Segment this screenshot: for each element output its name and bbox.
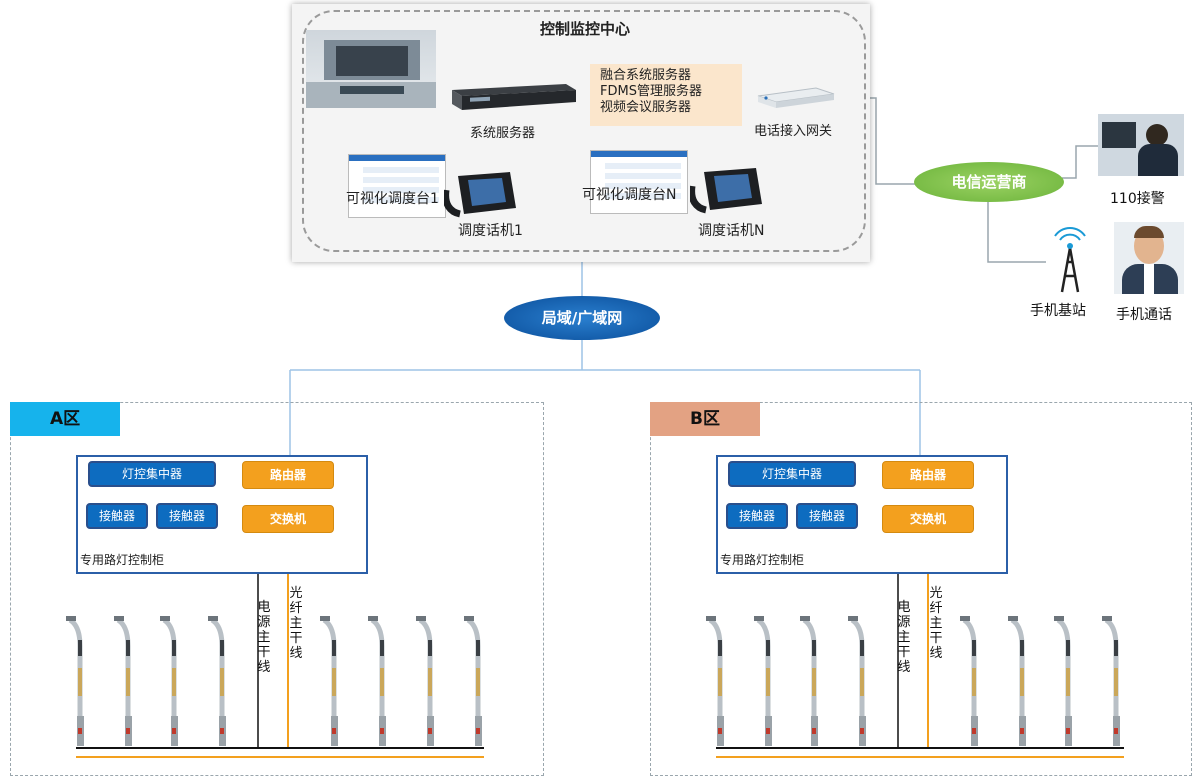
zone-a-cabinet-label: 专用路灯控制柜	[80, 553, 165, 567]
rack-server-icon	[452, 84, 576, 110]
street-lamp-icon	[368, 616, 386, 746]
street-lamp-icon	[1054, 616, 1072, 746]
service-fusion: 融合系统服务器	[600, 68, 692, 83]
operator-to-110-line	[1062, 145, 1098, 179]
street-lamp-icon	[416, 616, 434, 746]
zone-b-area	[650, 402, 1192, 776]
zone-a-switch: 交换机	[242, 505, 334, 533]
street-lamp-icon	[66, 616, 84, 746]
zone-b-fiber-line-label: 光纤主干线	[929, 586, 943, 661]
base-station-label: 手机基站	[1030, 303, 1086, 319]
zone-a-concentrator: 灯控集中器	[88, 461, 216, 487]
console-1-label: 可视化调度台1	[346, 191, 439, 207]
street-lamp-icon	[800, 616, 818, 746]
console-n-screen	[590, 150, 688, 214]
street-lamp-icon	[848, 616, 866, 746]
control-center-border	[302, 10, 866, 252]
zone-b-switch: 交换机	[882, 505, 974, 533]
telecom-operator-node: 电信运营商	[914, 162, 1064, 202]
street-lamp-icon	[320, 616, 338, 746]
monitoring-room-image	[306, 30, 436, 108]
system-server-label: 系统服务器	[470, 126, 536, 141]
street-lamp-icon	[960, 616, 978, 746]
phone-gateway-label: 电话接入网关	[754, 124, 833, 139]
street-lamp-icon	[1008, 616, 1026, 746]
zone-a-contactor-1: 接触器	[86, 503, 148, 529]
zone-b-contactor-2: 接触器	[796, 503, 858, 529]
zone-b-contactor-1: 接触器	[726, 503, 788, 529]
zone-b-router: 路由器	[882, 461, 974, 489]
mobile-call-label: 手机通话	[1116, 307, 1172, 323]
street-lamp-icon	[706, 616, 724, 746]
service-fdms: FDMS管理服务器	[600, 84, 702, 99]
zone-b-power-line-label: 电源主干线	[897, 600, 911, 675]
street-lamp-icon	[114, 616, 132, 746]
zone-a-router: 路由器	[242, 461, 334, 489]
console-1-screen	[348, 154, 446, 218]
mobile-caller-image	[1114, 222, 1184, 294]
street-lamp-icon	[1102, 616, 1120, 746]
phone-n-label: 调度话机N	[698, 223, 765, 239]
phone-gateway-icon	[757, 87, 835, 108]
zone-a-area	[10, 402, 544, 776]
zone-b-concentrator: 灯控集中器	[728, 461, 856, 487]
zone-a-contactor-2: 接触器	[156, 503, 218, 529]
zone-a-tag: A区	[10, 402, 120, 436]
service-video-conference: 视频会议服务器	[600, 100, 692, 115]
zone-a-fiber-line-label: 光纤主干线	[289, 586, 303, 661]
dispatch-phone-n-icon	[690, 168, 762, 214]
phone-1-label: 调度话机1	[458, 223, 523, 239]
street-lamp-icon	[464, 616, 482, 746]
console-n-label: 可视化调度台N	[582, 187, 677, 203]
services-box: 融合系统服务器 FDMS管理服务器 视频会议服务器	[590, 64, 742, 126]
street-lamp-icon	[754, 616, 772, 746]
lan-wan-node: 局域/广域网	[504, 296, 660, 340]
control-center-title: 控制监控中心	[539, 20, 630, 38]
street-lamp-icon	[208, 616, 226, 746]
street-lamp-icon	[160, 616, 178, 746]
operator-to-basestation-line	[987, 202, 1046, 263]
police-label: 110接警	[1110, 191, 1165, 207]
dispatch-phone-1-icon	[444, 172, 516, 218]
base-station-icon	[1054, 227, 1086, 293]
zone-b-tag: B区	[650, 402, 760, 436]
police-operator-image	[1098, 114, 1184, 176]
zone-b-cabinet-label: 专用路灯控制柜	[720, 553, 805, 567]
zone-a-power-line-label: 电源主干线	[257, 600, 271, 675]
